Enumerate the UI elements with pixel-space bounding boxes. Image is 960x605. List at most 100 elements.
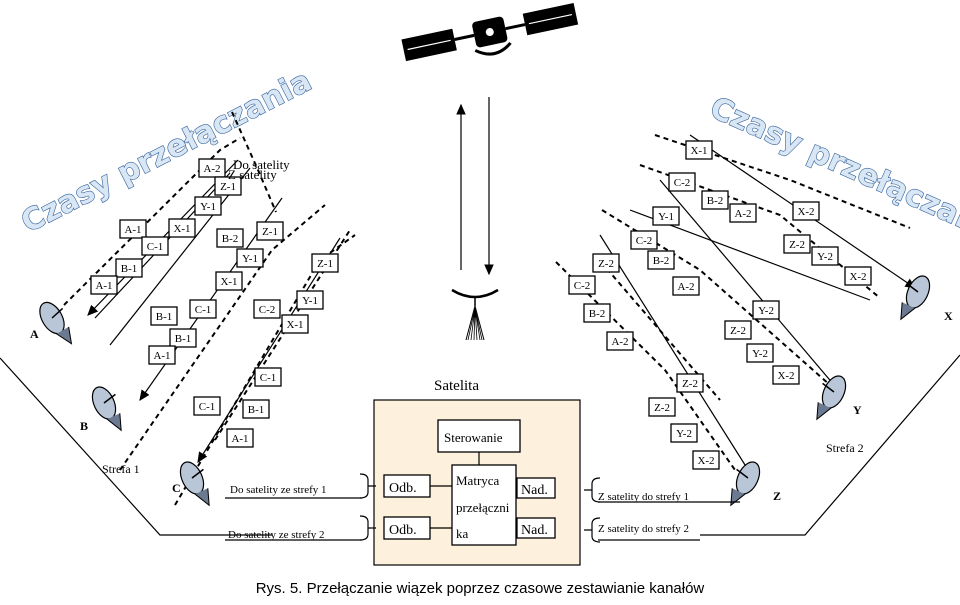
right-slot-17: Z-2 (724, 320, 752, 340)
left-slot-18-label: B-1 (175, 333, 192, 345)
right-slot-5: Z-2 (783, 234, 811, 254)
left-slot-17-label: C-1 (195, 304, 212, 316)
uplink-zone1-label: Do satelity ze strefy 1 (230, 484, 327, 496)
from-satellite-label: Z satelity (228, 167, 277, 182)
left-slot-22-label: A-1 (231, 433, 248, 445)
right-slot-1-label: C-2 (674, 177, 691, 189)
left-slot-13-label: Y-1 (302, 295, 318, 307)
dish-icon-Z (730, 461, 761, 507)
right-slot-14: B-2 (583, 303, 611, 323)
control-label: Sterowanie (444, 430, 503, 445)
matrix-label-line2: przełączni (456, 500, 510, 515)
left-slot-6-label: B-1 (121, 263, 138, 275)
left-slot-18: B-1 (169, 328, 197, 348)
right-slot-18: Y-2 (746, 343, 774, 363)
right-slot-9-label: C-2 (636, 235, 653, 247)
right-slot-0: X-1 (685, 140, 713, 160)
station-Y-label: Y (853, 403, 862, 417)
left-slot-12: Z-1 (311, 253, 339, 273)
left-slot-23-label: C-1 (260, 372, 277, 384)
dish-icon-Y (816, 375, 847, 421)
right-slot-13: C-2 (568, 275, 596, 295)
output-bracket-2 (584, 517, 601, 543)
left-slot-0: A-2 (198, 158, 226, 178)
left-slot-7: A-1 (90, 275, 118, 295)
left-slot-15: C-2 (253, 299, 281, 319)
left-slot-4-label: A-1 (124, 224, 141, 236)
left-slot-5: C-1 (141, 236, 169, 256)
transmitter-1-label: Nad. (521, 483, 548, 498)
right-slot-16: Y-2 (752, 300, 780, 320)
right-slot-15: A-2 (606, 331, 634, 351)
receiver-2-label: Odb. (389, 523, 417, 538)
left-slot-6: B-1 (115, 258, 143, 278)
right-slot-15-label: A-2 (611, 336, 628, 348)
left-slot-9-label: Z-1 (262, 226, 278, 238)
transmitter-2-box (516, 517, 556, 539)
dish-icon-X (900, 275, 931, 321)
station-C-label: C (172, 481, 181, 495)
right-slot-16-label: Y-2 (758, 305, 774, 317)
right-slot-7-label: X-2 (849, 271, 866, 283)
left-slot-22: A-1 (226, 428, 254, 448)
downlink-zone1-label: Z satelity do strefy 1 (598, 491, 689, 503)
right-slot-19-label: X-2 (777, 370, 794, 382)
left-slot-3: X-1 (168, 218, 196, 238)
left-slot-8-label: B-2 (222, 233, 239, 245)
right-slot-23: X-2 (692, 450, 720, 470)
left-slot-15-label: C-2 (259, 304, 276, 316)
left-slot-17: C-1 (189, 299, 217, 319)
left-slot-19: A-1 (148, 345, 176, 365)
station-Z-label: Z (773, 489, 781, 503)
control-box (437, 419, 521, 453)
left-slot-20-label: C-1 (199, 401, 216, 413)
dish-icon-C (179, 461, 210, 507)
left-slot-10: Y-1 (236, 248, 264, 268)
satellite-title: Satelita (434, 378, 479, 394)
right-slot-18-label: Y-2 (752, 348, 768, 360)
right-slot-20: Z-2 (676, 373, 704, 393)
right-slot-4: X-2 (792, 201, 820, 221)
right-slot-12-label: Z-2 (598, 258, 614, 270)
right-slot-5-label: Z-2 (789, 239, 805, 251)
zone-2-boundary (700, 354, 960, 536)
right-slot-22: Y-2 (670, 423, 698, 443)
left-slot-23: C-1 (254, 367, 282, 387)
right-slot-9: C-2 (630, 230, 658, 250)
switch-matrix-box (451, 464, 517, 546)
left-slot-13: Y-1 (296, 290, 324, 310)
right-slot-12: Z-2 (592, 253, 620, 273)
left-slot-14: X-1 (281, 314, 309, 334)
left-slot-9: Z-1 (256, 221, 284, 241)
zone-1-label: Strefa 1 (102, 462, 140, 476)
left-slot-1-label: Z-1 (220, 181, 236, 193)
left-slot-5-label: C-1 (147, 241, 164, 253)
receiver-1-label: Odb. (389, 481, 417, 496)
zone-1-boundary (0, 357, 272, 536)
right-slot-19: X-2 (772, 365, 800, 385)
right-slot-6: Y-2 (811, 246, 839, 266)
left-slot-2-label: Y-1 (200, 201, 216, 213)
right-slot-2: B-2 (701, 190, 729, 210)
left-slot-1: Z-1 (214, 176, 242, 196)
left-slot-19-label: A-1 (153, 350, 170, 362)
right-slot-21: Z-2 (648, 397, 676, 417)
left-slot-20: C-1 (193, 396, 221, 416)
station-X-label: X (944, 309, 953, 323)
left-slot-10-label: Y-1 (242, 253, 258, 265)
right-slot-0-label: X-1 (690, 145, 707, 157)
left-slot-8: B-2 (216, 228, 244, 248)
right-slot-4-label: X-2 (797, 206, 814, 218)
left-slot-0-label: A-2 (203, 163, 220, 175)
matrix-label-line3: ka (456, 526, 469, 541)
station-A-label: A (30, 327, 39, 341)
left-slot-7-label: A-1 (95, 280, 112, 292)
right-slot-13-label: C-2 (574, 280, 591, 292)
ground-antenna-icon (451, 288, 499, 341)
left-slot-3-label: X-1 (173, 223, 190, 235)
right-slot-21-label: Z-2 (654, 402, 670, 414)
downlink-zone2-label: Z satelity do strefy 2 (598, 523, 689, 535)
right-slot-6-label: Y-2 (817, 251, 833, 263)
right-slot-8-label: Y-1 (658, 211, 674, 223)
